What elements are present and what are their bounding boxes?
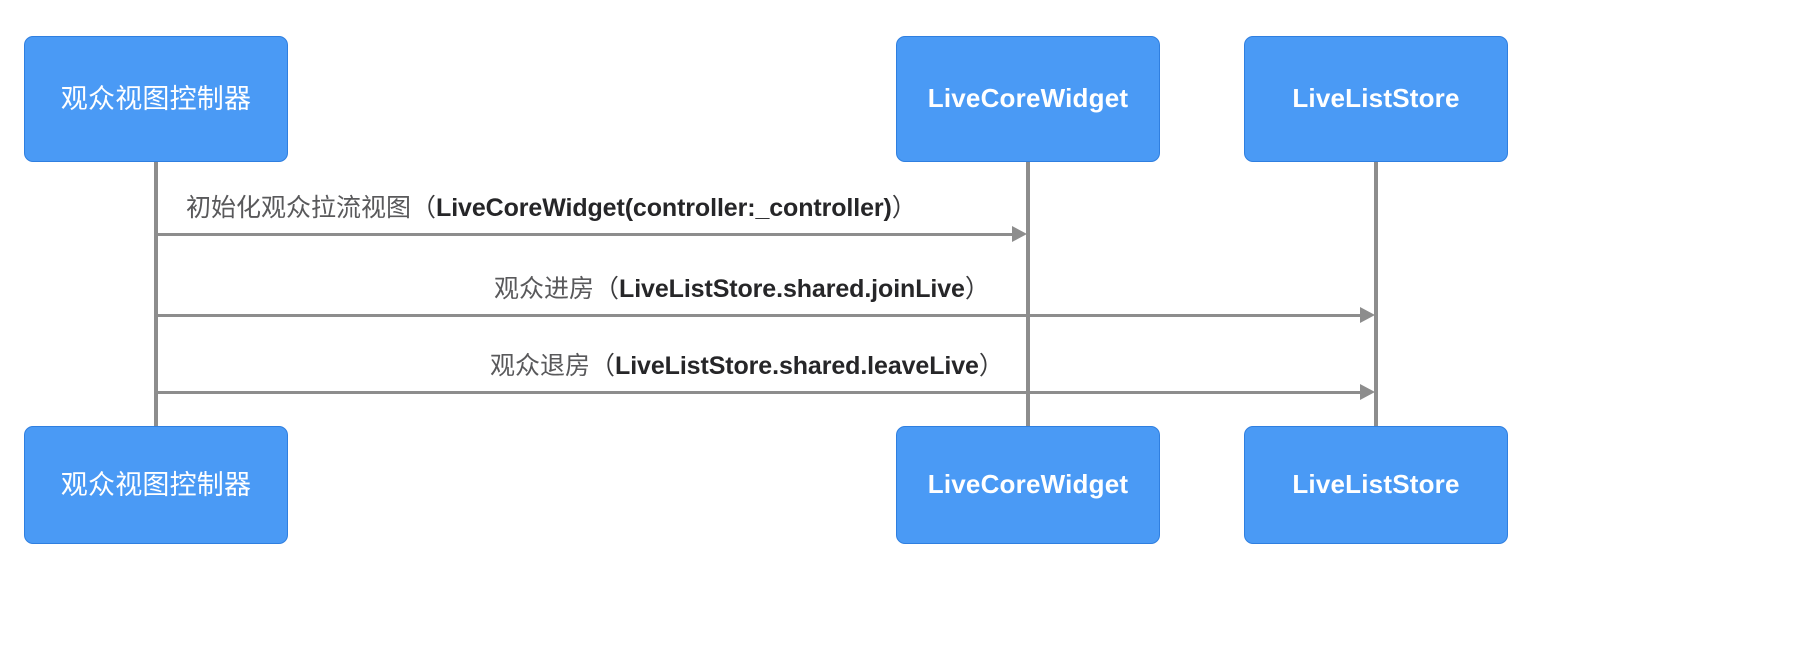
participant-box-top-live-core-widget[interactable]: LiveCoreWidget [896, 36, 1160, 162]
message-arrow-line-2 [154, 314, 1362, 317]
lifeline-audience-view-controller [154, 162, 158, 426]
message-1-chinese: 初始化观众拉流视图 [186, 194, 412, 222]
participant-box-top-live-list-store[interactable]: LiveListStore [1244, 36, 1508, 162]
participant-label: 观众视图控制器 [60, 83, 252, 114]
message-arrow-head-3 [1360, 384, 1375, 400]
participant-label: LiveListStore [1292, 83, 1460, 114]
message-arrow-line-1 [154, 233, 1014, 236]
message-3-chinese: 观众退房 [490, 352, 591, 380]
message-1-open-paren: （ [411, 194, 437, 222]
message-1-code: LiveCoreWidget(controller:_controller) [436, 194, 892, 222]
message-2-open-paren: （ [594, 275, 620, 303]
message-3-close-paren: ） [978, 352, 1004, 380]
participant-box-top-audience-view-controller[interactable]: 观众视图控制器 [24, 36, 288, 162]
lifeline-live-core-widget [1026, 162, 1030, 426]
message-arrow-line-3 [154, 391, 1362, 394]
participant-label: LiveCoreWidget [927, 83, 1129, 114]
message-2-code: LiveListStore.shared.joinLive [619, 275, 965, 303]
message-3-code: LiveListStore.shared.leaveLive [615, 352, 979, 380]
participant-label: LiveListStore [1292, 469, 1460, 500]
lifeline-live-list-store [1374, 162, 1378, 426]
message-arrow-head-2 [1360, 307, 1375, 323]
message-label-3: 观众退房（LiveListStore.shared.leaveLive） [490, 354, 1004, 379]
message-label-1: 初始化观众拉流视图（LiveCoreWidget(controller:_con… [186, 196, 917, 221]
participant-box-bottom-live-list-store[interactable]: LiveListStore [1244, 426, 1508, 544]
message-1-close-paren: ） [891, 194, 917, 222]
message-2-chinese: 观众进房 [494, 275, 595, 303]
participant-label: LiveCoreWidget [927, 469, 1129, 500]
message-2-close-paren: ） [964, 275, 990, 303]
participant-box-bottom-live-core-widget[interactable]: LiveCoreWidget [896, 426, 1160, 544]
message-3-open-paren: （ [590, 352, 616, 380]
participant-box-bottom-audience-view-controller[interactable]: 观众视图控制器 [24, 426, 288, 544]
participant-label: 观众视图控制器 [60, 469, 252, 500]
message-arrow-head-1 [1012, 226, 1027, 242]
message-label-2: 观众进房（LiveListStore.shared.joinLive） [494, 277, 990, 302]
